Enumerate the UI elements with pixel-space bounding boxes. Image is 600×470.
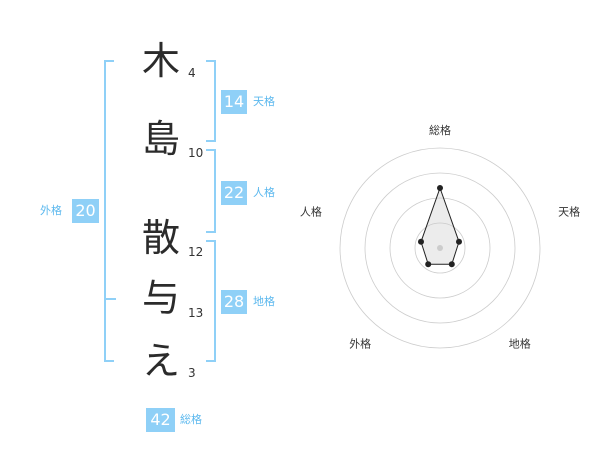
stroke-count-1: 4 <box>188 66 196 80</box>
jinkaku-label: 人格 <box>253 186 275 199</box>
radar-axis-label: 地格 <box>509 337 531 351</box>
radar-ring <box>414 222 466 274</box>
tenkaku-bracket <box>206 60 216 142</box>
soukaku-badge: 42 <box>146 408 175 432</box>
tenkaku-label: 天格 <box>253 95 275 108</box>
radar-axis-label: 人格 <box>300 205 322 219</box>
stroke-count-3: 12 <box>188 245 204 259</box>
radar-series <box>420 186 460 265</box>
chikaku-bracket <box>206 240 216 362</box>
name-char-3: 散 <box>141 216 180 260</box>
radar-point <box>437 185 443 191</box>
radar-axis-label: 天格 <box>558 205 580 219</box>
jinkaku-bracket <box>206 149 216 233</box>
radar-axis-label: 外格 <box>349 337 371 351</box>
radar-ring <box>364 172 516 324</box>
name-char-1: 木 <box>141 39 180 83</box>
gaikaku-badge: 20 <box>72 199 99 223</box>
name-char-5: え <box>141 339 180 383</box>
name-char-4: 与 <box>141 276 180 320</box>
radar-ring <box>339 147 541 349</box>
stroke-count-5: 3 <box>188 366 196 380</box>
stroke-count-4: 13 <box>188 306 204 320</box>
soukaku-label: 総格 <box>180 413 202 426</box>
radar-axis-label: 総格 <box>429 123 451 137</box>
name-char-2: 島 <box>141 117 180 161</box>
radar-point <box>418 238 424 245</box>
gaikaku-bracket <box>104 60 114 362</box>
radar-ring <box>389 197 491 299</box>
radar-center-point <box>437 245 443 251</box>
radar-point <box>448 261 455 268</box>
gaikaku-label: 外格 <box>40 204 62 217</box>
radar-point <box>425 261 432 268</box>
radar-point <box>456 238 462 245</box>
chikaku-badge: 28 <box>221 290 247 314</box>
gaikaku-tick <box>104 298 116 300</box>
jinkaku-badge: 22 <box>221 181 247 205</box>
stroke-count-2: 10 <box>188 146 204 160</box>
tenkaku-badge: 14 <box>221 90 247 114</box>
chikaku-label: 地格 <box>253 295 275 308</box>
